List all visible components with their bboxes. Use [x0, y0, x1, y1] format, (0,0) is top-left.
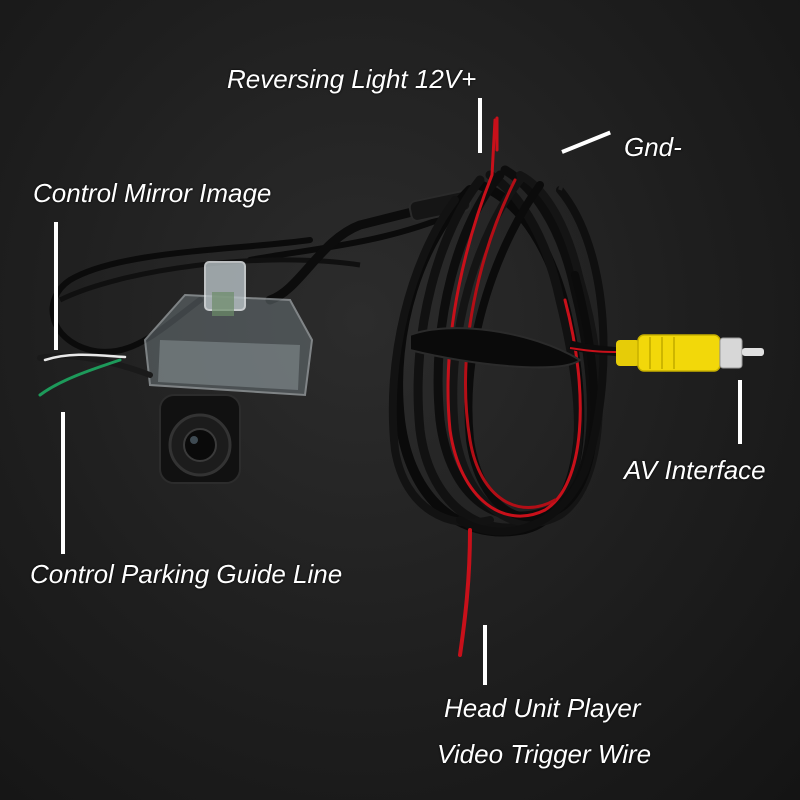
camera-pigtail [265, 200, 445, 305]
coiled-cable [388, 165, 608, 537]
ground-wire [558, 171, 568, 191]
av-interface-pointer [738, 380, 742, 444]
red-trigger-wire [446, 116, 582, 657]
mirror-image-label: Control Mirror Image [33, 178, 272, 208]
mirror-image-pointer [54, 222, 58, 350]
cable-tie [409, 327, 582, 369]
camera-wire-loop [49, 212, 453, 355]
reversing-light-pointer [478, 98, 482, 153]
head-unit-label-line1: Head Unit Player [444, 693, 641, 723]
reversing-light-label: Reversing Light 12V+ [227, 64, 477, 94]
camera-housing [143, 261, 314, 484]
control-wires [37, 353, 153, 397]
ground-label: Gnd- [624, 132, 682, 162]
av-interface-label: AV Interface [624, 455, 766, 485]
head-unit-label-line2: Video Trigger Wire [437, 739, 652, 769]
parking-guide-label: Control Parking Guide Line [30, 559, 343, 589]
parking-guide-pointer [61, 412, 65, 554]
head-unit-pointer [483, 625, 487, 685]
rca-plug [616, 334, 764, 372]
